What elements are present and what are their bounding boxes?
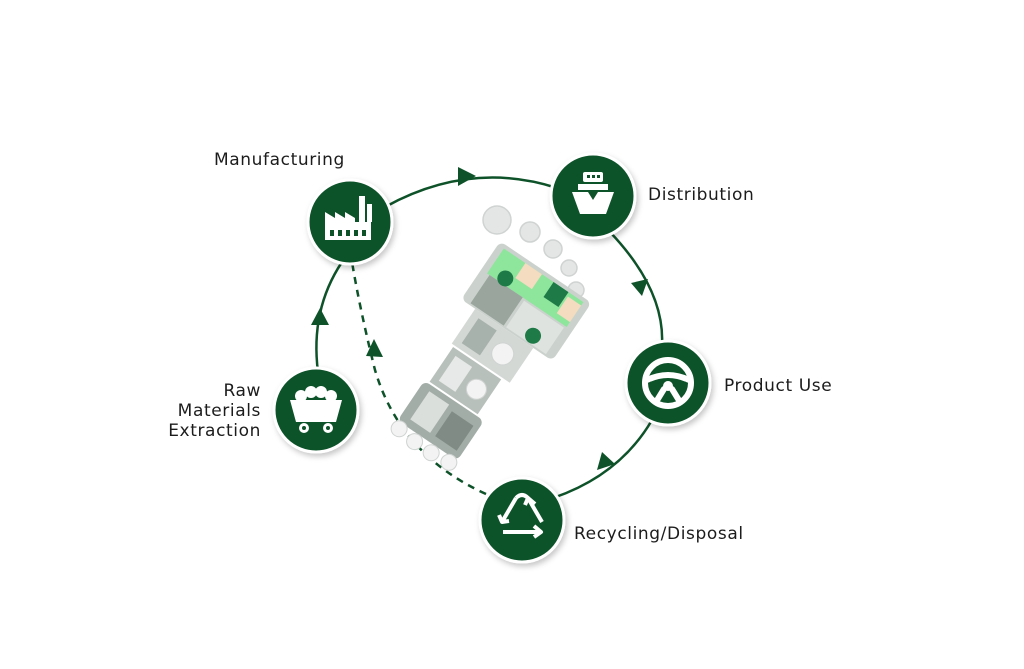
arrow-product-use-to-recycling: [552, 419, 654, 500]
arrowhead-left: [311, 308, 329, 325]
stage-manufacturing: [306, 178, 394, 266]
arrowhead-right: [631, 279, 648, 296]
arrowhead-bottom-right: [597, 452, 615, 470]
footprint-made-of-blocks-icon: [390, 205, 590, 471]
toe-blocks: [482, 205, 585, 299]
label-manufacturing: Manufacturing: [214, 150, 345, 170]
arrow-heads: [311, 167, 648, 470]
label-raw-materials: Raw Materials Extraction: [140, 381, 261, 441]
factory-icon: [325, 196, 372, 240]
stage-distribution: [549, 152, 637, 240]
ship-icon: [572, 172, 614, 214]
arrow-manufacturing-to-distribution: [384, 176, 558, 209]
stage-product-use: [624, 339, 712, 427]
stage-raw-materials: [272, 366, 360, 454]
label-product-use: Product Use: [724, 376, 833, 396]
label-raw-line-3: Extraction: [168, 421, 261, 441]
label-raw-line-1: Raw: [223, 381, 261, 401]
stage-recycling: [478, 476, 566, 564]
mine-cart-icon: [290, 386, 342, 433]
recycle-icon: [497, 493, 544, 539]
foot-body-blocks: [390, 243, 590, 471]
arrow-distribution-to-product-use: [609, 231, 664, 346]
label-distribution: Distribution: [648, 185, 755, 205]
label-recycling: Recycling/Disposal: [574, 524, 744, 544]
label-raw-line-2: Materials: [177, 401, 261, 421]
steering-wheel-icon: [642, 357, 694, 409]
recycling-circle: [478, 476, 566, 564]
arrowhead-dashed: [366, 339, 383, 357]
arrowhead-top: [458, 167, 476, 186]
